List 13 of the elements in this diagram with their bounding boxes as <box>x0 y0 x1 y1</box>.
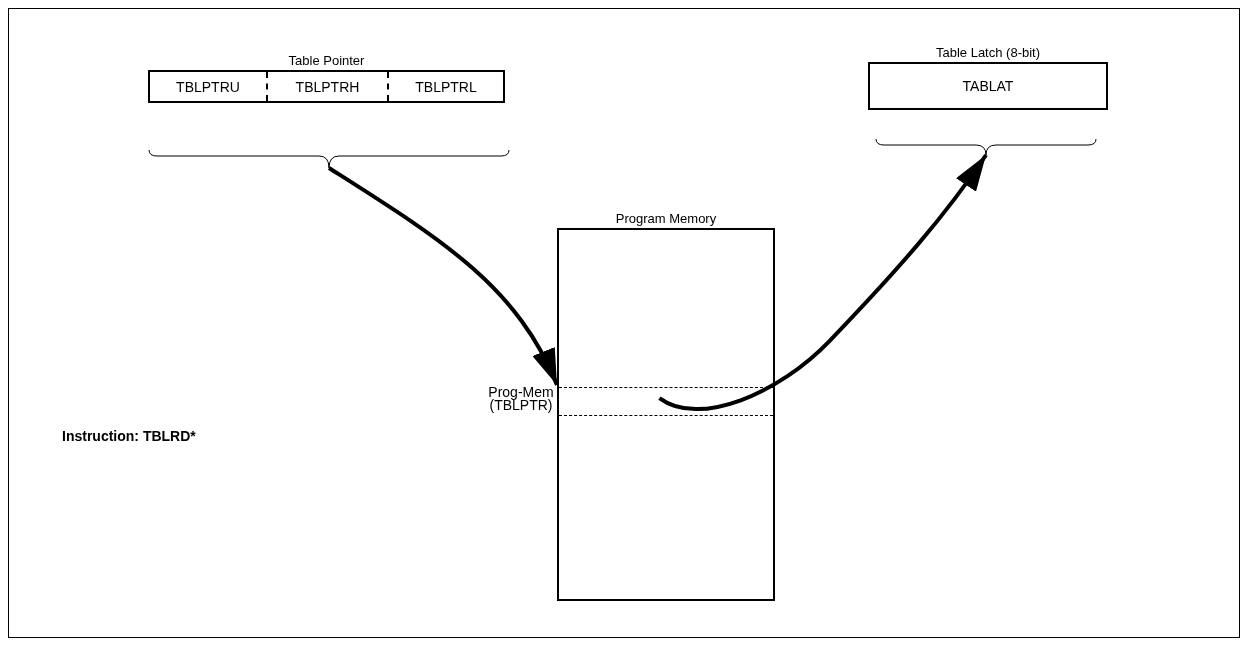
arrow <box>327 166 559 386</box>
curly-brace <box>875 139 1097 155</box>
register-field: TBLPTRL <box>387 72 503 101</box>
register-field: TBLPTRU <box>150 72 266 101</box>
register-title: Table Pointer <box>287 53 366 68</box>
register-name: TABLAT <box>962 78 1014 94</box>
register-title: Program Memory <box>614 211 718 226</box>
instruction-note: Instruction: TBLRD* <box>62 428 196 444</box>
register-title: Table Latch (8-bit) <box>934 45 1042 60</box>
curly-brace <box>148 150 510 168</box>
register-field: TBLPTRH <box>266 72 387 101</box>
arrow <box>658 153 988 411</box>
memory-row-label: Prog-Mem (TBLPTR) <box>487 386 555 413</box>
